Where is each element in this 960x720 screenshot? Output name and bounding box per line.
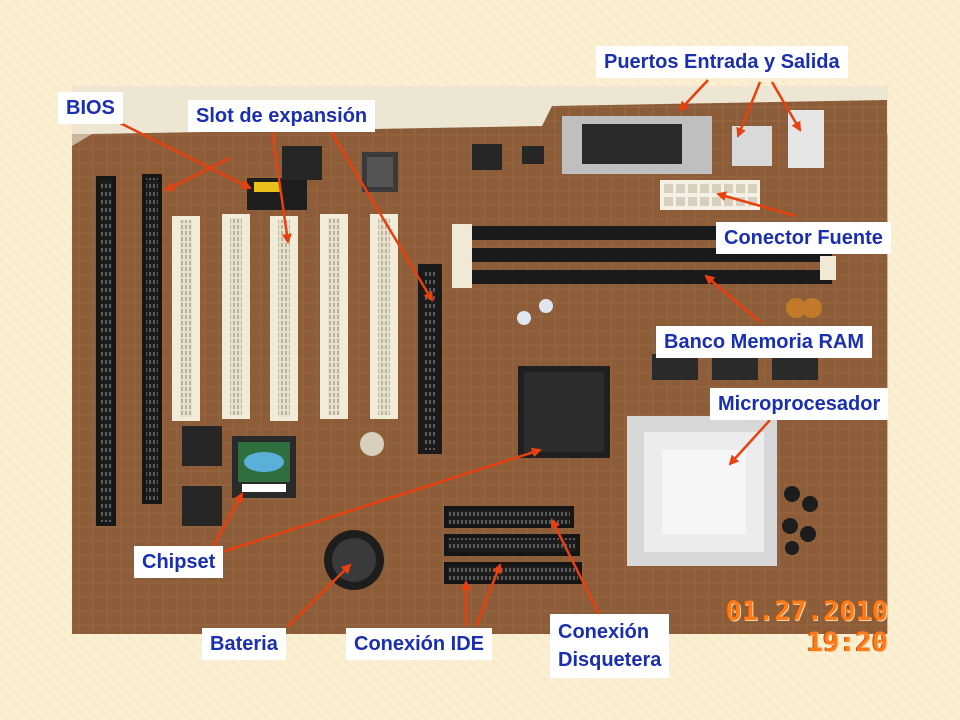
ide-connectors bbox=[444, 506, 582, 584]
io-ports bbox=[562, 110, 824, 174]
label-slot-expansion: Slot de expansión bbox=[188, 100, 376, 132]
label-conector-fuente: Conector Fuente bbox=[716, 222, 891, 254]
label-disquetera-line1: Conexión bbox=[558, 621, 650, 643]
label-microprocesador: Microprocesador bbox=[710, 388, 889, 420]
label-conexion-ide: Conexión IDE bbox=[346, 628, 493, 660]
label-banco-ram: Banco Memoria RAM bbox=[656, 326, 873, 358]
label-disquetera-line2: Disquetera bbox=[558, 649, 662, 671]
photo-timestamp: 01.27.2010 19:20 bbox=[725, 596, 888, 658]
label-conexion-disquetera: Conexión Disquetera bbox=[550, 614, 670, 678]
label-bios: BIOS bbox=[58, 92, 123, 124]
label-puertos-io: Puertos Entrada y Salida bbox=[596, 46, 848, 78]
label-chipset: Chipset bbox=[134, 546, 224, 578]
isa-slots bbox=[96, 174, 162, 526]
label-bateria: Bateria bbox=[202, 628, 286, 660]
